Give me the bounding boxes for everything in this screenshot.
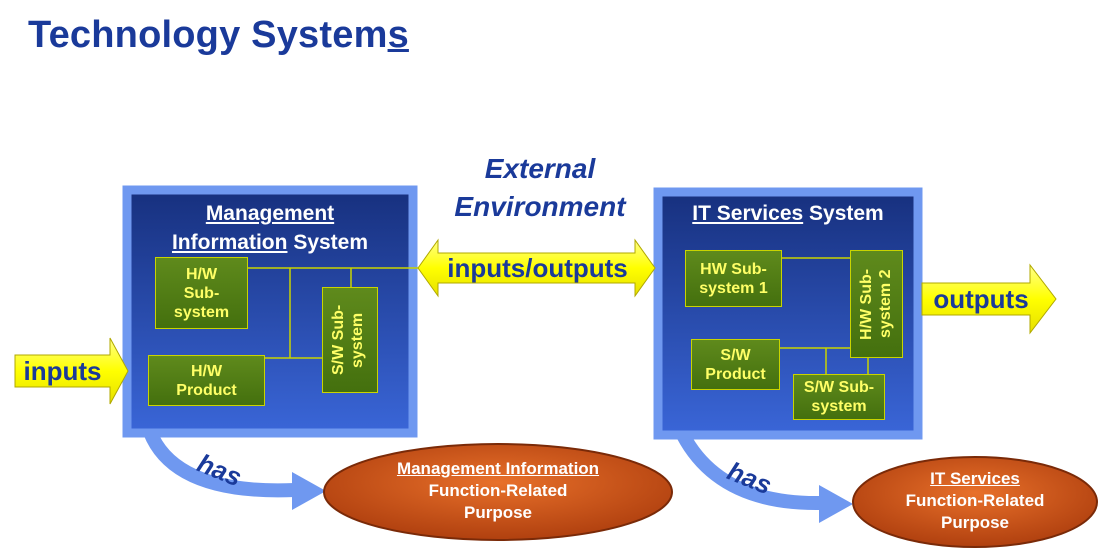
inputs-outputs-label: inputs/outputs <box>447 253 628 283</box>
page-title: Technology Systems <box>28 14 409 56</box>
external-environment-label: External Environment <box>454 153 626 222</box>
inputs-arrow <box>14 337 129 405</box>
outputs-arrow <box>921 263 1057 335</box>
inputs-outputs-arrow <box>417 238 656 298</box>
its-purpose-ellipse <box>852 456 1098 548</box>
inputs-label: inputs <box>23 356 102 386</box>
mis-purpose-ellipse <box>323 443 673 541</box>
has-arrow-right-head <box>819 485 853 523</box>
mis-hw-product: H/W Product <box>148 355 265 406</box>
its-purpose-text: IT Services Function-Related Purpose <box>905 469 1045 532</box>
its-sw-product: S/W Product <box>691 339 780 390</box>
mis-sw-subsystem: S/W Sub-system <box>322 287 378 393</box>
has-arrow-left <box>143 429 296 498</box>
its-system-title: IT Services System <box>692 202 884 225</box>
has-arrow-right <box>676 431 823 511</box>
its-connectors <box>780 257 869 374</box>
its-hw-subsystem-2: H/W Sub-system 2 <box>850 250 903 358</box>
mis-hw-subsystem: H/W Sub-system <box>155 257 248 329</box>
has-arrow-left-head <box>292 472 326 510</box>
mis-system-title: Management Information System <box>171 202 369 254</box>
mis-purpose-text: Management Information Function-Related … <box>396 459 600 522</box>
its-sw-subsystem: S/W Sub-system <box>793 374 885 420</box>
its-hw-subsystem-1: HW Sub-system 1 <box>685 250 782 307</box>
outputs-label: outputs <box>933 284 1029 314</box>
mis-connectors <box>248 267 420 359</box>
